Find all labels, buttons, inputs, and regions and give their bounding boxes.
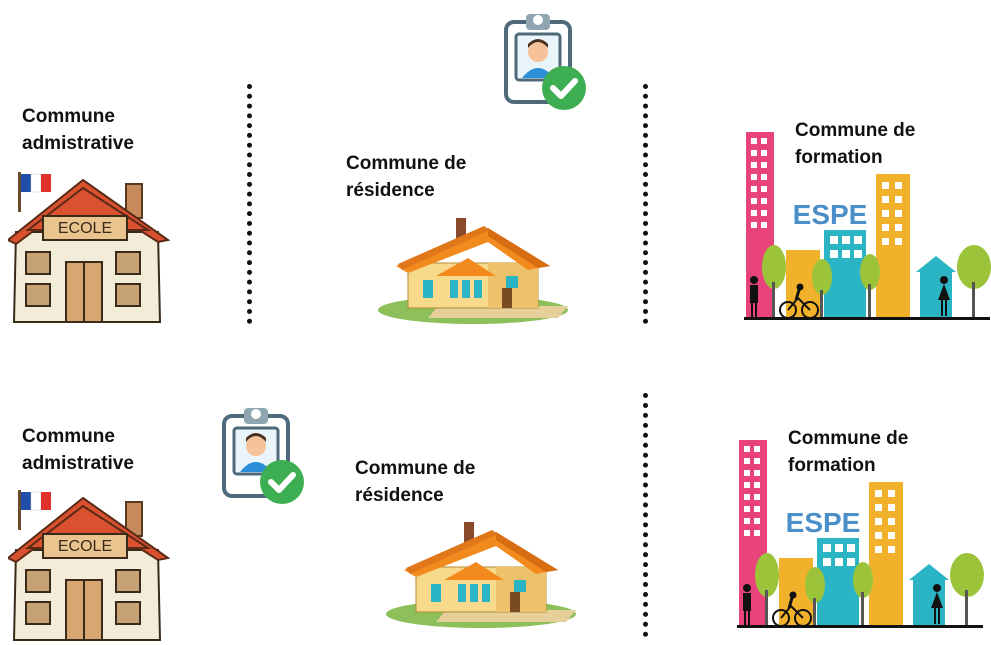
- id-badge-check-icon: [502, 10, 592, 116]
- residence-commune-label: Commune de résidence: [346, 153, 467, 201]
- house-illustration: [378, 218, 569, 325]
- school-illustration: ECOLE: [8, 172, 169, 323]
- city-illustration: ESPE: [744, 132, 991, 322]
- id-badge-check-icon: [220, 404, 310, 510]
- admin-commune-label: Commune admistrative: [22, 106, 134, 154]
- divider-right: [643, 393, 654, 637]
- divider-left: [247, 84, 258, 324]
- school-illustration: ECOLE: [8, 490, 169, 641]
- school-sign-text: ECOLE: [58, 538, 112, 555]
- formation-commune-label: Commune de formation: [795, 120, 916, 168]
- divider-right: [643, 84, 654, 324]
- formation-commune-label: Commune de formation: [788, 428, 909, 476]
- city-illustration: ESPE: [737, 440, 986, 630]
- school-sign-text: ECOLE: [58, 220, 112, 237]
- espe-label: ESPE: [793, 199, 868, 230]
- residence-commune-label: Commune de résidence: [355, 458, 476, 506]
- espe-label: ESPE: [786, 507, 861, 538]
- admin-commune-label: Commune admistrative: [22, 426, 134, 474]
- house-illustration: [386, 522, 577, 629]
